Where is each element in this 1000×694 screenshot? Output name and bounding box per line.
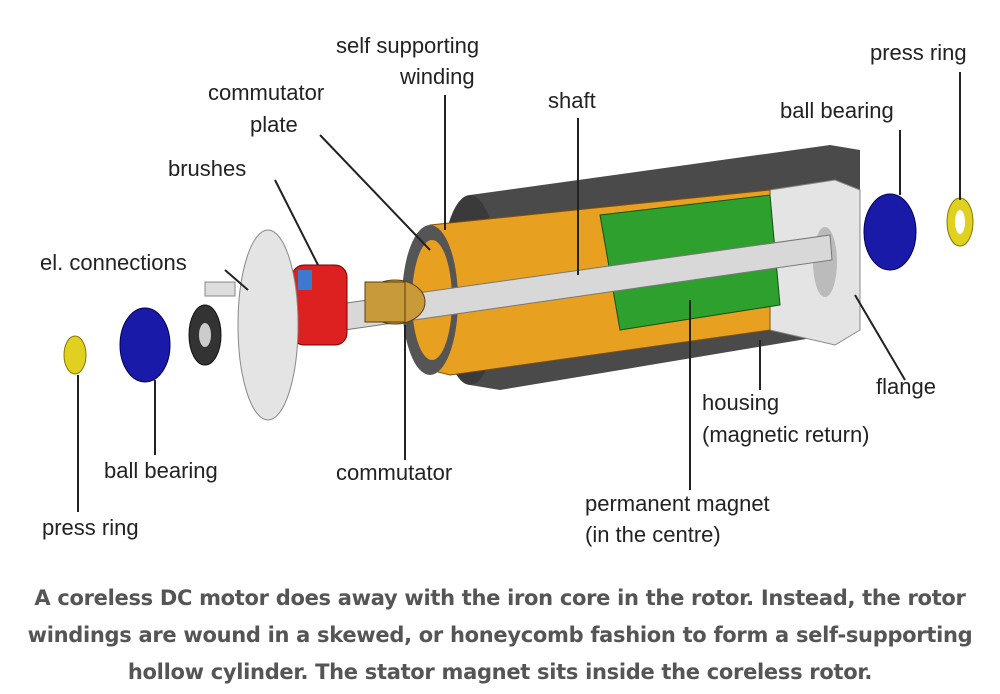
- label-commutator-plate-line1: commutator: [208, 80, 325, 105]
- label-permanent-magnet-line2: (in the centre): [585, 522, 721, 547]
- label-self-supporting-winding-line1: self supporting: [336, 33, 480, 58]
- label-commutator-plate-line2: plate: [250, 112, 298, 137]
- label-press-ring-right: press ring: [870, 40, 967, 65]
- coreless-motor-diagram: self supporting winding commutator plate…: [40, 33, 974, 547]
- label-ball-bearing-left: ball bearing: [104, 458, 218, 483]
- label-housing-line1: housing: [702, 390, 780, 415]
- label-housing-line2: (magnetic return): [702, 422, 870, 447]
- leader-lines: [77, 72, 961, 512]
- ball-bearing-right: [863, 193, 917, 271]
- exploded-motor-illustration: [63, 72, 974, 512]
- ball-bearing-left: [119, 307, 171, 383]
- end-plate: [204, 229, 299, 421]
- label-flange: flange: [876, 374, 936, 399]
- commutator: [364, 279, 426, 325]
- label-press-ring-left: press ring: [42, 515, 139, 540]
- figure-caption: A coreless DC motor does away with the i…: [0, 580, 1000, 691]
- caption-line: A coreless DC motor does away with the i…: [34, 586, 966, 610]
- label-shaft: shaft: [548, 88, 596, 113]
- label-brushes: brushes: [168, 156, 247, 181]
- label-permanent-magnet-line1: permanent magnet: [585, 491, 770, 516]
- label-el-connections: el. connections: [40, 250, 187, 275]
- label-self-supporting-winding-line2: winding: [400, 64, 475, 89]
- label-ball-bearing-right: ball bearing: [780, 98, 894, 123]
- label-commutator: commutator: [336, 460, 453, 485]
- caption-line: hollow cylinder. The stator magnet sits …: [127, 660, 873, 684]
- press-ring-left: [63, 335, 87, 375]
- brushes: [291, 264, 348, 346]
- caption-line: windings are wound in a skewed, or honey…: [27, 623, 973, 647]
